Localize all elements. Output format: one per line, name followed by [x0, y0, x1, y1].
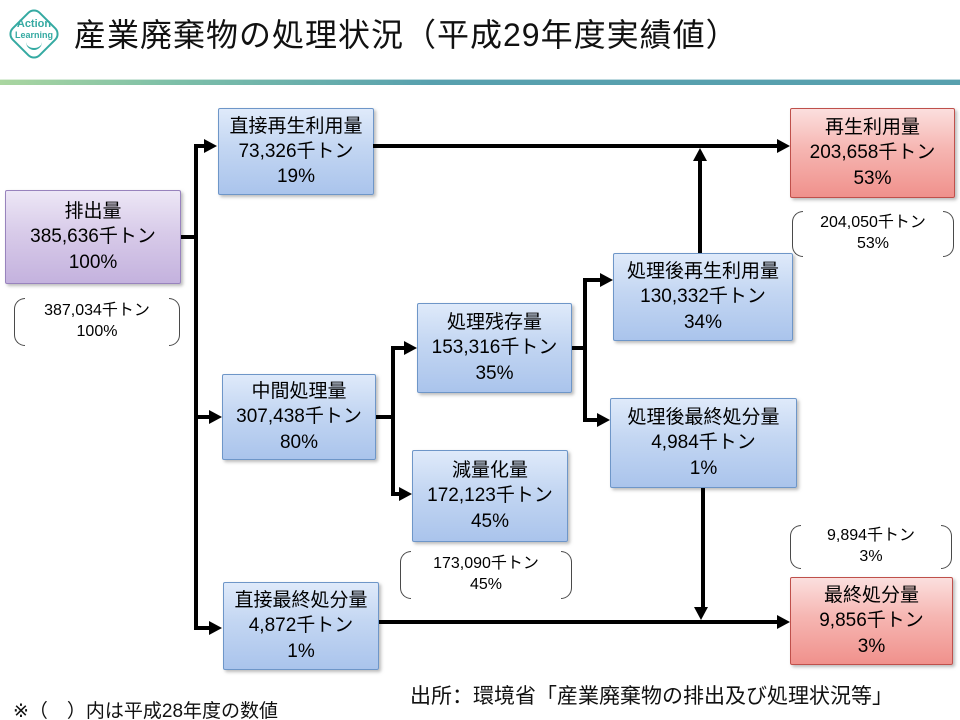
right-bracket-icon: [941, 525, 952, 569]
node-label: 直接再生利用量: [229, 115, 363, 137]
connector-trunk-bottom-corner: [198, 626, 210, 630]
arrowhead-to-intermediate-treatment: [209, 410, 222, 424]
left-bracket-icon: [790, 525, 801, 569]
annotation-percent: 3%: [859, 548, 883, 565]
arrowhead-to-residue: [404, 341, 417, 355]
logo-smile-icon: [26, 42, 42, 50]
node-label: 最終処分量: [823, 585, 919, 607]
connector-residue-out: [572, 346, 587, 350]
connector-trunk-mid-branch: [198, 415, 210, 419]
node-value: 4,984千トン: [651, 432, 756, 454]
node-label: 中間処理量: [251, 381, 347, 403]
node-percent: 3%: [857, 635, 886, 657]
annotation-recycling-prev-year: 204,050千トン 53%: [792, 211, 954, 257]
annotation-percent: 53%: [856, 235, 890, 252]
left-bracket-icon: [14, 298, 25, 346]
arrowhead-to-volume-reduction: [399, 487, 412, 501]
node-value: 172,123千トン: [427, 485, 553, 507]
node-percent: 80%: [279, 431, 319, 453]
annotation-volume-reduction-prev-year: 173,090千トン 45%: [400, 551, 572, 599]
connector-trunk-top-corner: [198, 144, 206, 148]
arrowhead-to-final-disposal-after-treatment: [597, 413, 610, 427]
logo-line1: Action: [16, 17, 52, 30]
footnote: ※（ ）内は平成28年度の数値: [13, 701, 279, 720]
annotation-final-disposal-prev-year: 9,894千トン 3%: [790, 525, 952, 569]
connector-bottom-horizontal: [379, 620, 778, 624]
node-recycling-after-treatment: 処理後再生利用量 130,332千トン 34%: [613, 253, 793, 341]
node-value: 307,438千トン: [236, 406, 362, 428]
node-value: 130,332千トン: [640, 286, 766, 308]
connector-recycling-after-treatment-up: [698, 160, 702, 253]
annotation-percent: 100%: [76, 323, 118, 340]
right-bracket-icon: [943, 211, 954, 257]
node-volume-reduction: 減量化量 172,123千トン 45%: [412, 450, 568, 542]
connector-final-disposal-after-treatment-down: [701, 488, 705, 608]
node-percent: 34%: [683, 311, 723, 333]
node-value: 9,856千トン: [819, 610, 924, 632]
node-percent: 100%: [68, 251, 118, 273]
node-value: 4,872千トン: [248, 615, 354, 637]
action-learning-logo: Action Learning: [3, 3, 65, 65]
annotation-emission-prev-year: 387,034千トン 100%: [14, 298, 180, 346]
node-total-final-disposal: 最終処分量 9,856千トン 3%: [790, 577, 953, 665]
arrowhead-to-total-final-disposal: [777, 615, 790, 629]
node-percent: 45%: [470, 510, 510, 532]
annotation-percent: 45%: [469, 576, 503, 593]
node-label: 減量化量: [451, 460, 528, 482]
connector-to-recycling-after-treatment: [587, 278, 600, 282]
connector-to-residue: [395, 346, 405, 350]
node-label: 処理後再生利用量: [626, 261, 779, 283]
node-label: 処理後最終処分量: [627, 407, 780, 429]
connector-trunk-vertical: [194, 144, 198, 630]
node-direct-final-disposal: 直接最終処分量 4,872千トン 1%: [223, 582, 379, 670]
node-treatment-residue: 処理残存量 153,316千トン 35%: [417, 303, 572, 393]
connector-residue-branch-vertical: [583, 278, 587, 422]
right-bracket-icon: [561, 551, 572, 599]
node-percent: 35%: [475, 362, 514, 384]
connector-top-horizontal: [373, 144, 778, 148]
node-percent: 1%: [689, 457, 718, 479]
node-value: 153,316千トン: [431, 337, 558, 359]
node-emission: 排出量 385,636千トン 100%: [5, 190, 181, 284]
node-label: 直接最終処分量: [234, 590, 368, 612]
annotation-value: 387,034千トン: [44, 302, 150, 320]
connector-intermediate-out: [376, 415, 393, 419]
arrowhead-to-total-recycling: [777, 139, 790, 153]
connector-intermediate-branch-vertical: [391, 346, 395, 496]
connector-to-volume-reduction: [395, 492, 400, 496]
node-total-recycling: 再生利用量 203,658千トン 53%: [790, 108, 955, 198]
arrowhead-to-recycling-after-treatment: [600, 273, 613, 287]
node-final-disposal-after-treatment: 処理後最終処分量 4,984千トン 1%: [610, 398, 797, 488]
annotation-value: 204,050千トン: [820, 214, 926, 232]
node-value: 203,658千トン: [809, 142, 936, 164]
annotation-value: 9,894千トン: [826, 527, 916, 545]
node-percent: 1%: [287, 640, 315, 662]
left-bracket-icon: [792, 211, 803, 257]
right-bracket-icon: [169, 298, 180, 346]
node-label: 排出量: [64, 201, 122, 223]
node-percent: 53%: [853, 167, 892, 189]
node-label: 処理残存量: [446, 312, 542, 334]
node-direct-recycling: 直接再生利用量 73,326千トン 19%: [218, 108, 374, 195]
node-value: 73,326千トン: [238, 140, 354, 162]
arrowhead-to-direct-final-disposal: [209, 621, 222, 635]
page-title: 産業廃棄物の処理状況（平成29年度実績値）: [74, 17, 739, 53]
logo-line2: Learning: [14, 29, 53, 40]
connector-emission-to-trunk: [181, 235, 195, 239]
title-separator: [0, 79, 960, 85]
arrowhead-to-direct-recycling: [204, 139, 217, 153]
connector-to-final-disposal-after-treatment: [587, 418, 597, 422]
arrowhead-down-to-bottom-line: [694, 607, 708, 620]
annotation-value: 173,090千トン: [433, 555, 539, 573]
node-percent: 19%: [276, 166, 316, 188]
node-intermediate-treatment: 中間処理量 307,438千トン 80%: [222, 374, 376, 460]
logo-text: Action Learning: [3, 3, 65, 65]
node-label: 再生利用量: [824, 117, 920, 139]
left-bracket-icon: [400, 551, 411, 599]
node-value: 385,636千トン: [30, 226, 156, 248]
source-citation: 出所：環境省「産業廃棄物の排出及び処理状況等」: [410, 685, 893, 708]
arrowhead-up-from-recycling-after-treatment: [693, 148, 707, 161]
